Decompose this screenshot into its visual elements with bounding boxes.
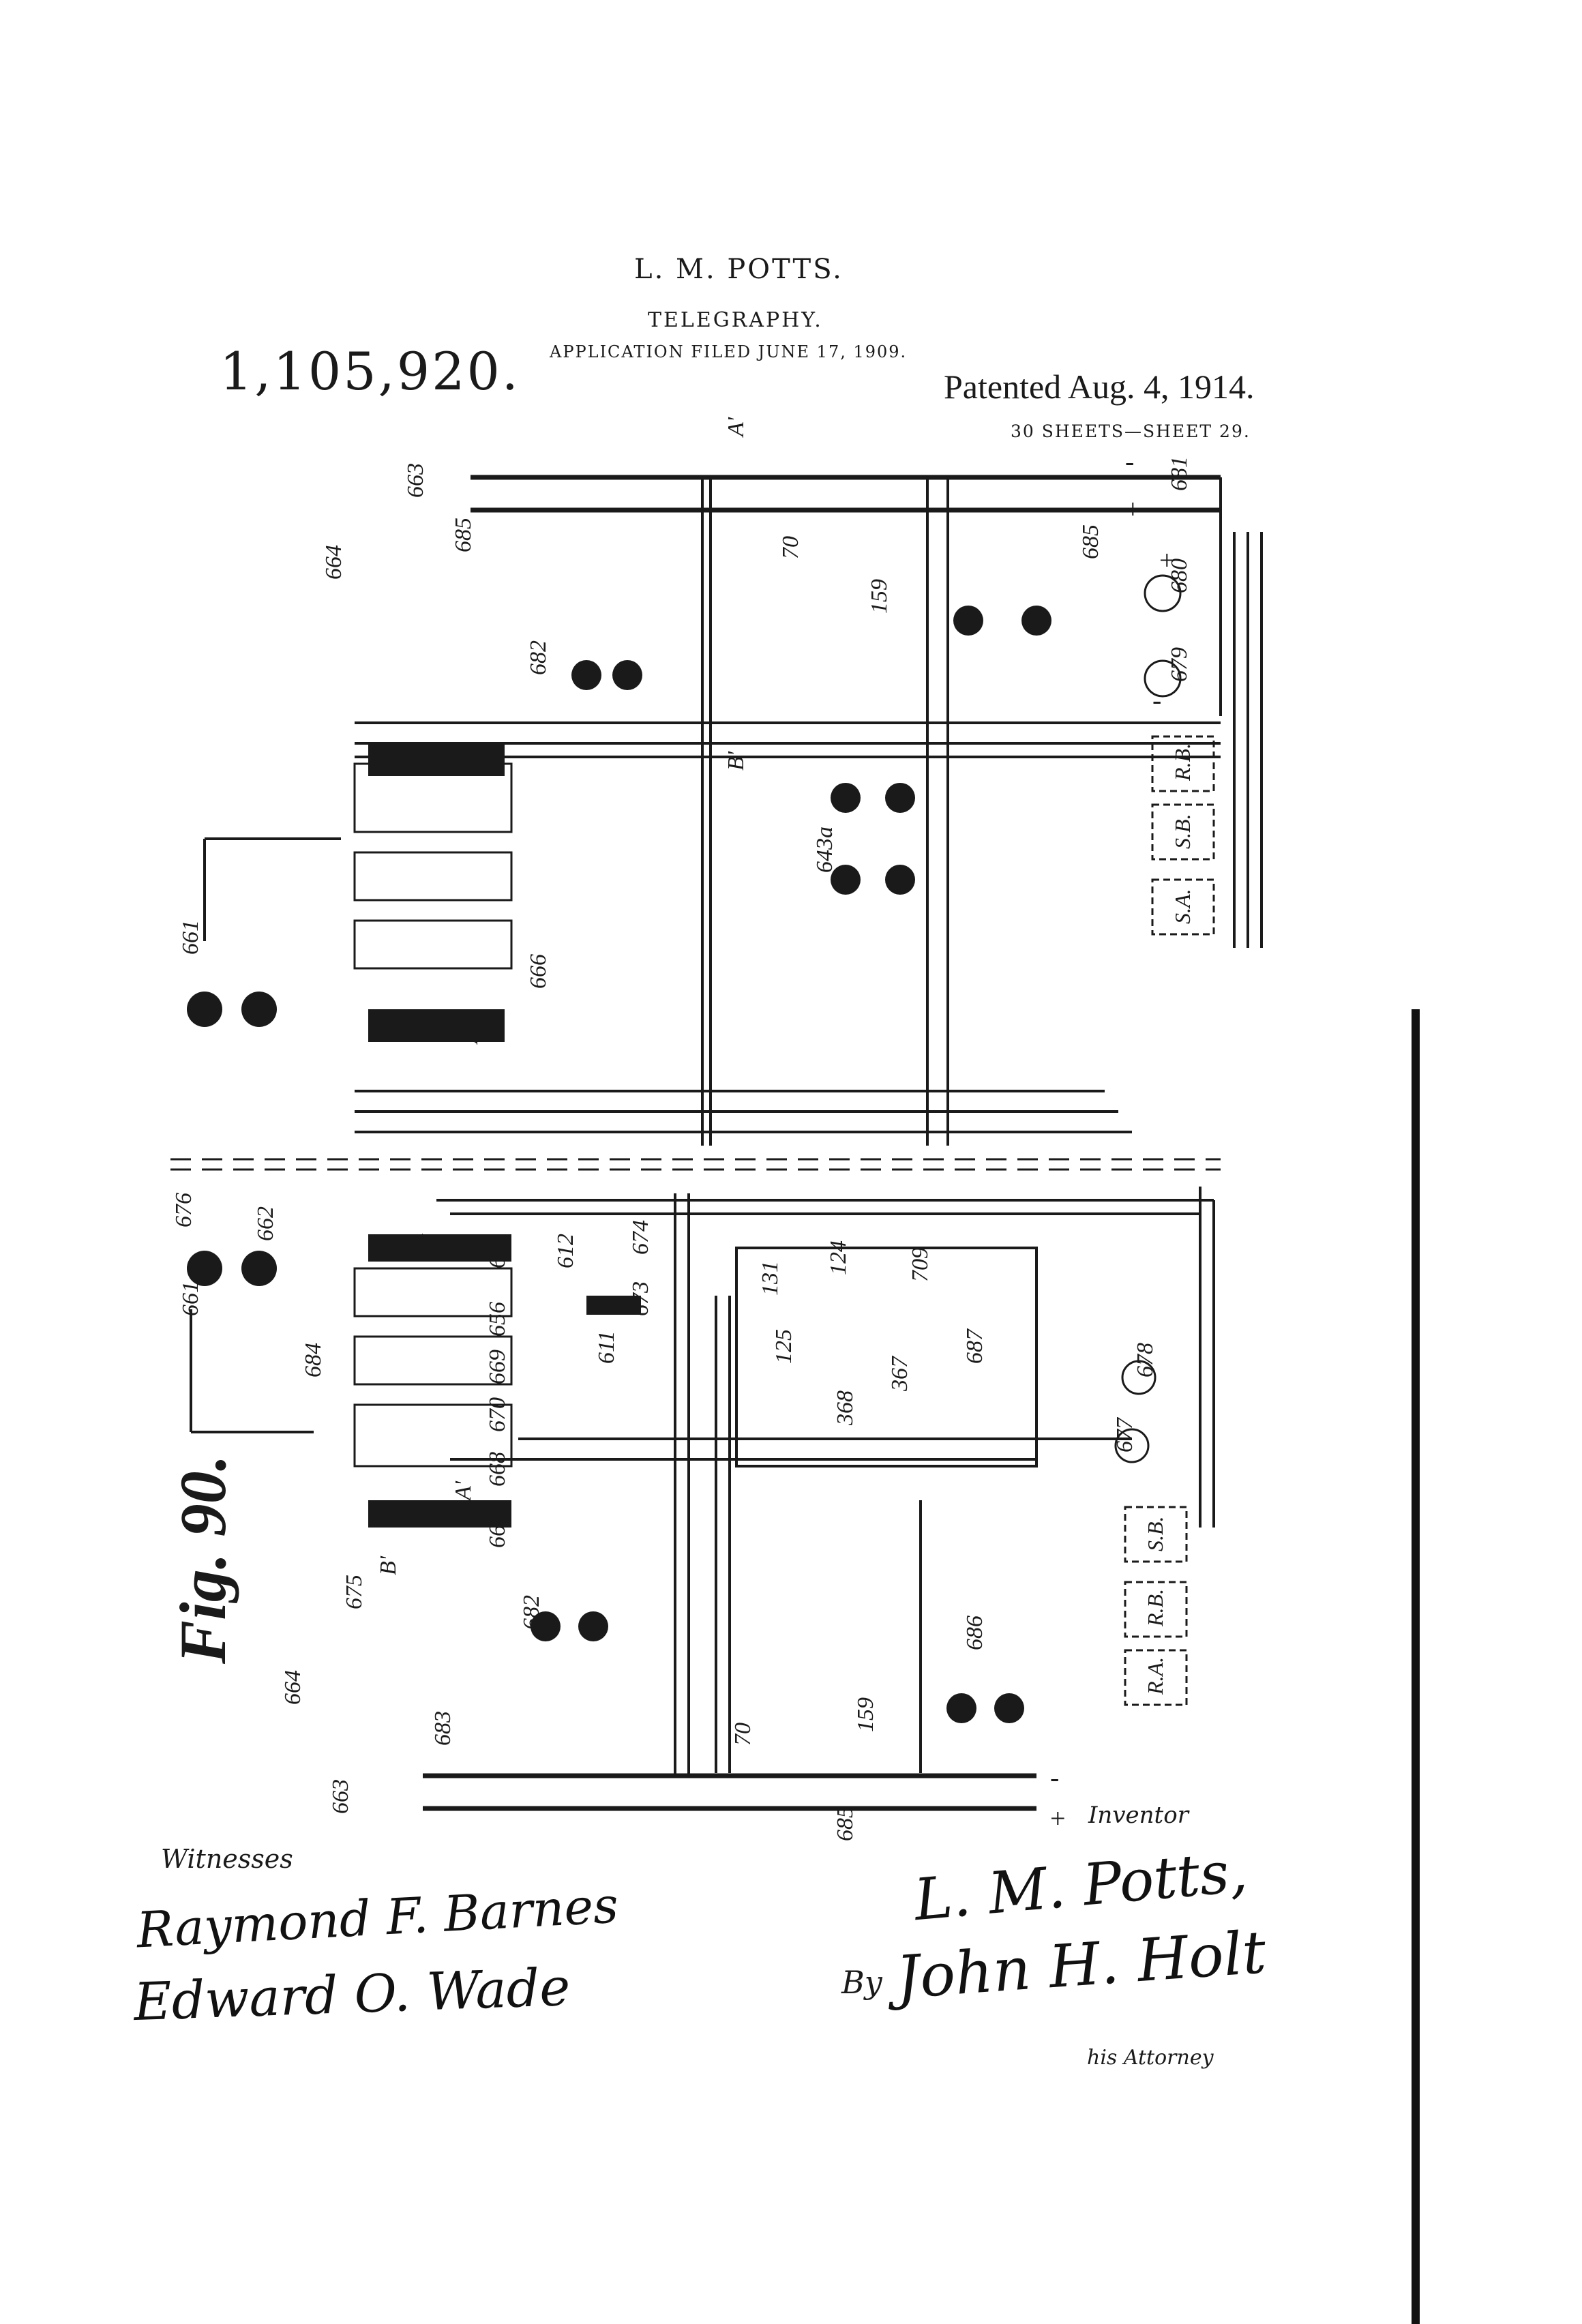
top-numeral-11: 661 [178,920,203,955]
inventor-name: L. M. POTTS. [634,254,844,285]
bottom-numeral-17: B' [376,1555,401,1575]
bottom-numeral-12: 668 [485,1452,510,1487]
batteries [1114,574,1182,1463]
patent-number: 1,105,920. [220,341,520,402]
inventor-label: Inventor [1088,1802,1189,1829]
bottom-numeral-23: 368 [833,1390,858,1426]
application-filed: APPLICATION FILED JUNE 17, 1909. [550,342,908,361]
bottom-numeral-16: A' [451,1480,476,1502]
top-numeral-8: 679 [1167,647,1192,682]
bottom-numeral-14: A [403,1234,428,1249]
top-numeral-0: 663 [403,463,428,498]
top-numeral-2: 685 [451,518,476,552]
top-numeral-15: B [389,1022,415,1037]
bottom-numeral-10: 669 [485,1350,510,1384]
top-numeral-10: 643a [812,826,837,873]
relay-label-5: R.A. [1143,1657,1167,1695]
bottom-numeral-0: 676 [171,1193,196,1227]
top-numeral-12: 666 [526,954,551,989]
bottom-numeral-26: 677 [1112,1416,1137,1452]
top-numeral-9: 685 [1078,524,1103,559]
attorney-label: his Attorney [1087,2046,1214,2070]
patent-title: TELEGRAPHY. [648,308,823,332]
bottom-numeral-25: 678 [1133,1343,1158,1377]
polarity-mark-0: - [1125,446,1134,477]
bottom-numeral-8: 611 [594,1331,619,1364]
bottom-numeral-3: 684 [301,1343,326,1377]
fig-label: Fig. 90. [166,1455,239,1665]
relay-label-0: R.B. [1170,743,1195,781]
relay-label-2: S.A. [1170,889,1195,924]
relay-label-3: S.B. [1143,1516,1167,1551]
top-numeral-4: 70 [778,536,803,559]
bottom-numeral-28: 682 [519,1595,544,1630]
bottom-numeral-31: 683 [430,1711,456,1746]
bottom-numeral-21: 709 [908,1247,933,1282]
polarity-mark-3: - [1152,685,1161,715]
bottom-numeral-22: 367 [887,1355,912,1392]
attorney-by: By [841,1964,882,2001]
top-numeral-6: 681 [1167,456,1192,491]
patent-date: Patented Aug. 4, 1914. [944,368,1255,406]
page-edge [1412,1009,1420,2324]
polarity-mark-4: - [1050,1762,1059,1793]
comb-contacts [353,762,513,1468]
bottom-numeral-29: 686 [962,1615,987,1650]
bottom-numeral-5: 612 [553,1234,578,1268]
wiring [170,475,1263,1811]
top-numeral-1: 664 [321,545,346,580]
figure-numerals: Fig. 90. [166,1455,239,1665]
sheet-count: 30 SHEETS—SHEET 29. [1011,421,1251,441]
bottom-numeral-35: 685 [833,1806,858,1841]
relay-label-1: S.B. [1170,814,1195,849]
bottom-numeral-4: 665 [485,1234,510,1268]
bottom-numeral-7: 673 [628,1281,653,1316]
polarity-mark-2: + [1159,545,1175,576]
bottom-numeral-13: 667 [485,1512,510,1548]
polarity-mark-1: + [1125,494,1141,524]
bottom-numeral-30: 664 [280,1670,305,1705]
top-numeral-16: A [458,1029,483,1045]
relay-coils [187,606,1051,1723]
top-numeral-5: 159 [867,579,892,614]
bottom-numeral-20: 125 [771,1329,796,1364]
bottom-numeral-1: 662 [253,1206,278,1241]
heavy-elements [368,743,641,1528]
witnesses-label: Witnesses [161,1844,293,1874]
relay-label-4: R.B. [1143,1589,1167,1627]
bottom-numeral-11: 670 [485,1397,510,1432]
polarity-mark-5: + [1050,1803,1066,1834]
bottom-numeral-18: 131 [758,1261,783,1296]
relay-boxes [1124,735,1215,1706]
top-numeral-13: A' [723,417,749,438]
bottom-numeral-27: 675 [342,1575,367,1609]
bottom-numeral-19: 124 [826,1240,851,1275]
bottom-numeral-32: 159 [853,1697,878,1732]
bottom-numeral-24: 687 [962,1328,987,1364]
bottom-numeral-15: B [471,1234,496,1248]
bottom-numeral-33: 70 [730,1723,756,1746]
top-numeral-7: 680 [1167,558,1192,593]
bottom-numeral-6: 674 [628,1220,653,1255]
bottom-numeral-2: 661 [178,1281,203,1316]
bottom-numeral-34: 663 [328,1779,353,1814]
top-numeral-14: B' [723,751,749,771]
bottom-numeral-9: 656 [485,1302,510,1337]
top-numeral-3: 682 [526,640,551,675]
